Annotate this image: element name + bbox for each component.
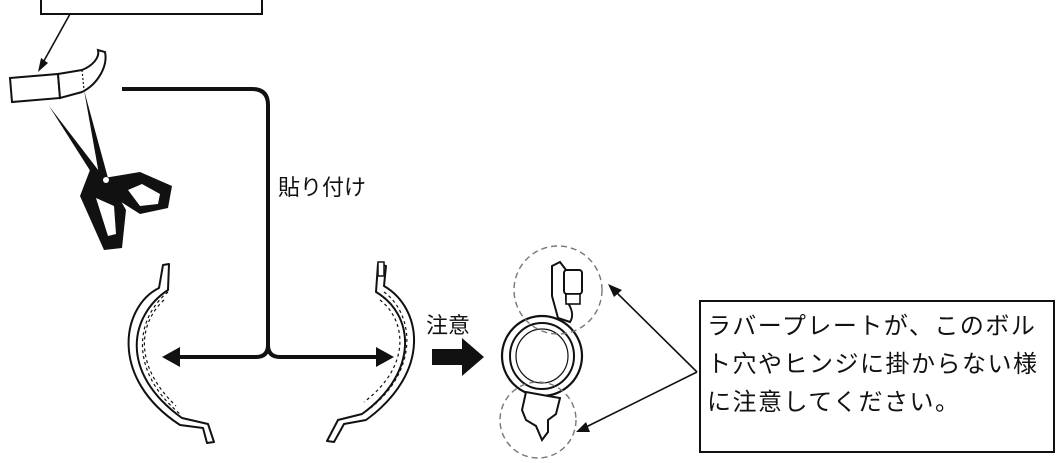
assembled-clamp xyxy=(500,260,584,442)
note-line: に注意してください。 xyxy=(707,388,961,416)
paste-connector xyxy=(122,87,394,367)
caution-note-box: ラバープレートが、このボル ト穴やヒンジに掛からない様 に注意してください。 xyxy=(699,300,1055,453)
arrow-right-head xyxy=(376,347,394,367)
right-clamp-half xyxy=(326,261,415,443)
note-line: ト穴やヒンジに掛からない様 xyxy=(707,350,1039,378)
note-line: ラバープレートが、このボル xyxy=(707,312,1037,340)
rubber-strip xyxy=(8,48,107,104)
highlight-bolt-area xyxy=(513,245,603,335)
top-callout-box xyxy=(38,0,263,72)
left-clamp-half xyxy=(127,263,215,444)
caution-label: 注意 xyxy=(426,314,471,339)
note-pointer-lines xyxy=(576,284,698,432)
arrow-left-head xyxy=(162,347,180,367)
paste-label: 貼り付け xyxy=(278,176,367,201)
highlight-hinge-area xyxy=(499,381,577,459)
caution-arrow-icon xyxy=(432,338,484,376)
scissors-icon xyxy=(49,90,172,250)
